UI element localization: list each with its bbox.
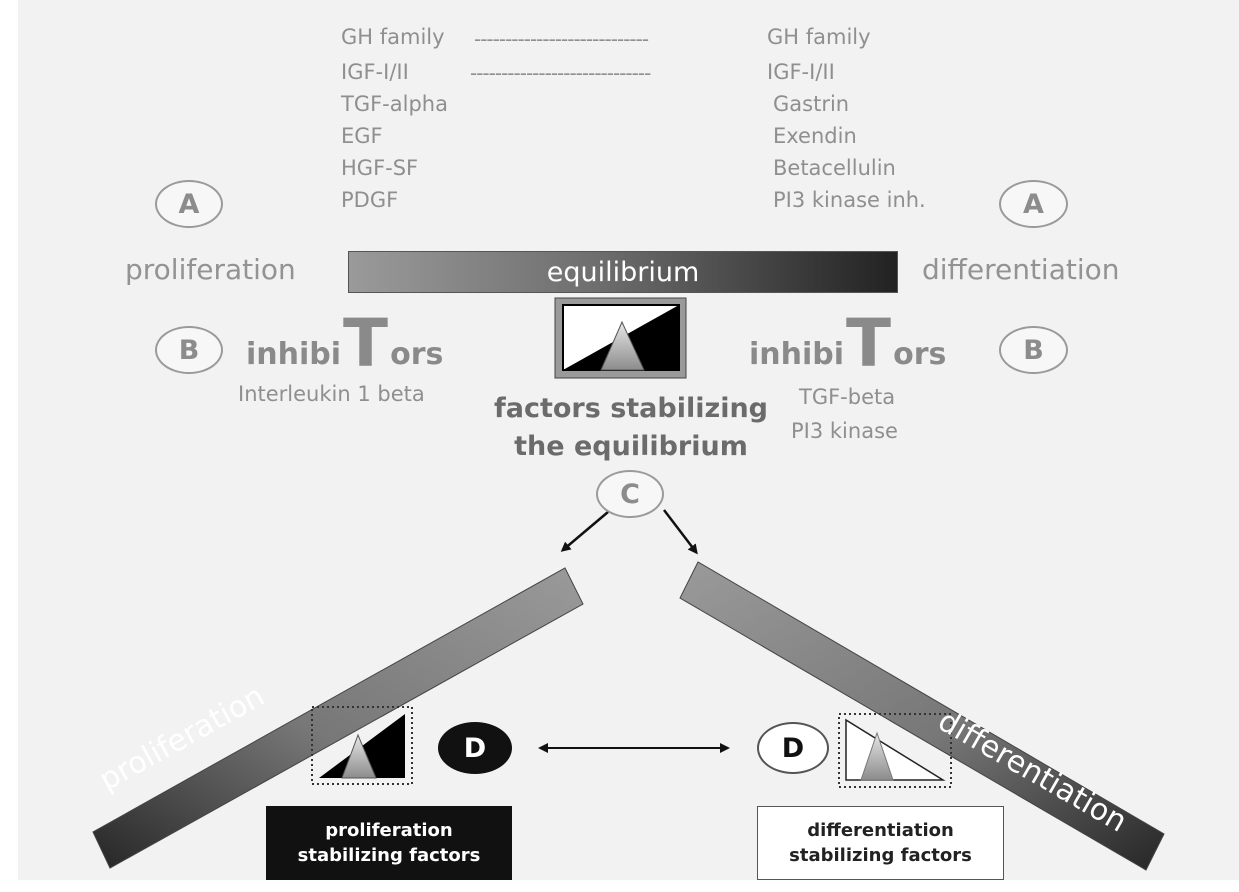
right-factor-4: Exendin xyxy=(773,124,857,148)
inhibitors-left: inhibiTors xyxy=(246,305,444,382)
equilibrium-bar: equilibrium xyxy=(348,251,898,293)
right-factor-2: IGF-I/II xyxy=(767,60,835,84)
differentiation-box-line-1: differentiation xyxy=(807,819,954,841)
arrow-to-differentiation xyxy=(663,509,698,555)
differentiation-beam xyxy=(679,561,1165,871)
proliferation-stabilizing-box: proliferation stabilizing factors xyxy=(266,806,512,880)
equilibrium-icon xyxy=(554,297,687,379)
stabilizing-line-2: the equilibrium xyxy=(514,431,748,462)
label-b-left: B xyxy=(155,326,223,374)
right-factor-1: GH family xyxy=(767,25,871,49)
label-d-left: D xyxy=(438,722,512,774)
diagram-background xyxy=(18,0,1239,880)
right-factor-3: Gastrin xyxy=(773,92,850,116)
proliferation-beam xyxy=(92,567,584,869)
proliferation-balance-icon xyxy=(311,706,413,785)
label-c: C xyxy=(596,470,664,518)
label-d-right: D xyxy=(757,722,829,774)
label-b-right: B xyxy=(999,326,1068,374)
left-factor-3: TGF-alpha xyxy=(341,92,448,116)
dash-connector-2: ----------------------------- xyxy=(470,61,651,85)
proliferation-box-line-2: stabilizing factors xyxy=(297,845,481,866)
differentiation-balance-icon xyxy=(838,713,952,788)
proliferation-box-line-1: proliferation xyxy=(325,819,453,841)
left-factor-4: EGF xyxy=(341,124,383,148)
left-factor-5: HGF-SF xyxy=(341,156,419,180)
left-factor-1: GH family xyxy=(341,25,445,49)
right-factor-5: Betacellulin xyxy=(773,156,896,180)
left-inhibitor: Interleukin 1 beta xyxy=(238,382,425,406)
dash-connector-1: ---------------------------- xyxy=(474,27,649,51)
inhibitors-right: inhibiTors xyxy=(749,305,947,382)
left-factor-2: IGF-I/II xyxy=(341,60,409,84)
proliferation-label: proliferation xyxy=(125,253,296,286)
stabilizing-line-1: factors stabilizing xyxy=(493,393,769,424)
differentiation-box-line-2: stabilizing factors xyxy=(789,845,972,866)
differentiation-label: differentiation xyxy=(922,253,1120,286)
left-factor-6: PDGF xyxy=(341,188,399,212)
equilibrium-label: equilibrium xyxy=(546,256,700,288)
right-inhibitor-2: PI3 kinase xyxy=(791,419,898,443)
right-inhibitor-1: TGF-beta xyxy=(799,385,896,409)
arrow-to-proliferation xyxy=(560,511,609,552)
right-factor-6: PI3 kinase inh. xyxy=(773,188,926,212)
label-a-right: A xyxy=(999,180,1068,228)
label-a-left: A xyxy=(155,180,223,228)
differentiation-stabilizing-box: differentiation stabilizing factors xyxy=(757,806,1004,880)
